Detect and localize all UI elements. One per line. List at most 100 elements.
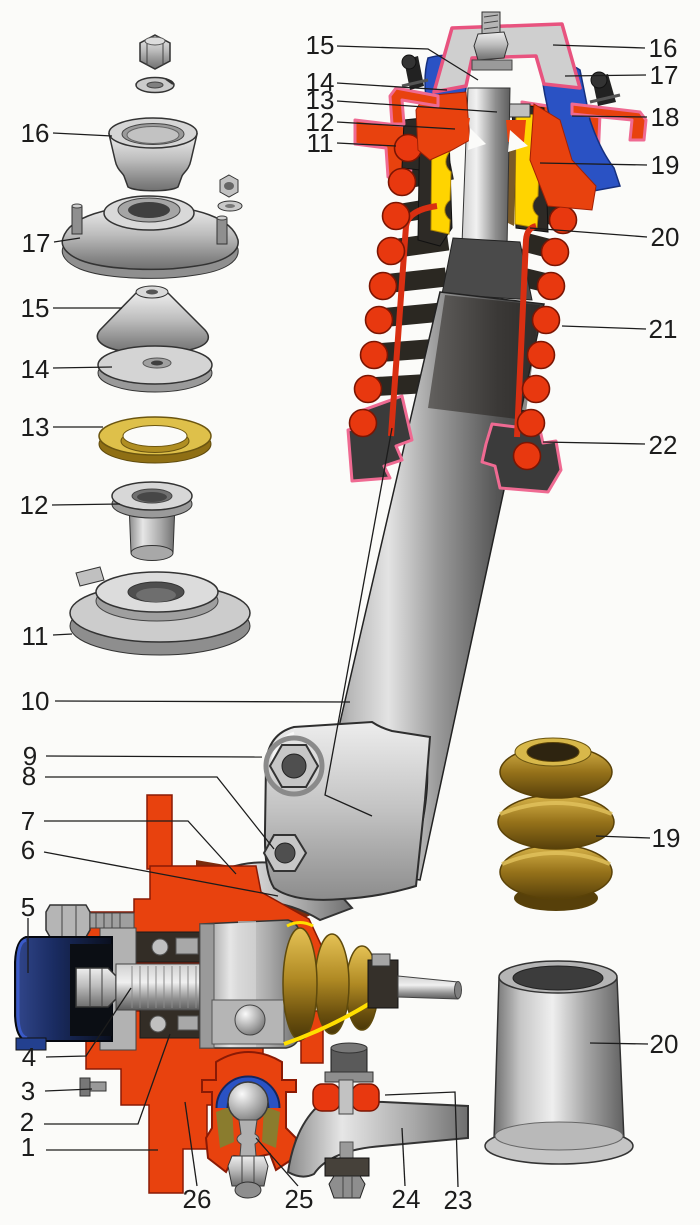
callout-layer: 1617151413121110987654321151413121116171… [20, 30, 681, 1215]
extra-leader-line-0 [324, 427, 393, 817]
callout-top-12: 12 [306, 107, 335, 137]
leader-line-right-19 [539, 162, 648, 166]
leader-line-left-7 [44, 820, 237, 875]
callout-top-11: 11 [307, 128, 334, 158]
callout-right-20: 20 [651, 222, 680, 252]
callout-top-13: 13 [306, 85, 335, 115]
leader-line-left-3 [44, 1088, 93, 1092]
boot-ridge-1 [282, 927, 318, 1041]
boot-small-end [367, 959, 399, 1009]
leader-line-right-20 [529, 227, 648, 238]
callout-right-22: 22 [649, 430, 678, 460]
exploded-parts-column [61, 34, 251, 656]
callout-right-16: 16 [649, 33, 678, 63]
spring-wire-right [514, 223, 537, 438]
callout-left-7: 7 [21, 806, 35, 836]
spring-seat-part11 [69, 566, 251, 656]
leader-line-right-18 [571, 115, 648, 118]
callout-left-13: 13 [21, 412, 50, 442]
leader-line-bottom-26 [184, 1101, 198, 1187]
cv-joint [199, 919, 462, 1049]
callout-low-right-20: 20 [650, 1029, 679, 1059]
leader-line-left-11 [52, 633, 73, 636]
callout-left-9: 9 [23, 741, 37, 771]
leader-line-right-21 [561, 325, 647, 330]
ball-pin-ball [227, 1081, 269, 1123]
callout-right-18: 18 [651, 102, 680, 132]
callout-right-21: 21 [649, 314, 678, 344]
mount-arm-right [570, 102, 648, 142]
mount-cap [432, 22, 582, 94]
leader-line-bottom-23 [384, 1091, 459, 1188]
knuckle-bottom-red [85, 1010, 324, 1194]
cap-cup-part16 [108, 117, 198, 192]
rubber-buffer-part19 [497, 737, 615, 911]
leader-line-top-15 [336, 45, 479, 81]
leader-line-left-17 [53, 237, 81, 243]
axle-shaft [397, 975, 459, 1000]
callout-left-5: 5 [21, 892, 35, 922]
arm-bushing-right [351, 1083, 380, 1112]
mount-arm-left [388, 86, 440, 126]
piston-rod [461, 87, 511, 249]
leader-line-left-4 [45, 987, 132, 1058]
leader-line-left-14 [52, 366, 113, 369]
callout-bottom-24: 24 [392, 1184, 421, 1214]
callout-left-14: 14 [21, 354, 50, 384]
axle-nut [75, 967, 117, 1008]
cv-ball [234, 1004, 266, 1036]
leader-line-left-2 [44, 1033, 171, 1125]
leader-line-top-12 [336, 121, 456, 130]
leader-line-right-22 [542, 441, 646, 445]
callout-left-8: 8 [22, 761, 36, 791]
leader-line-left-8 [45, 776, 275, 850]
callout-bottom-23: 23 [444, 1185, 473, 1215]
arm-lower-collar [324, 1157, 370, 1177]
callout-left-3: 3 [21, 1076, 35, 1106]
leader-line-left-12 [51, 503, 121, 506]
ball-pin [236, 1119, 260, 1157]
callout-left-1: 1 [21, 1132, 35, 1162]
thrust-ring-part13 [98, 416, 212, 464]
callout-left-17: 17 [22, 228, 51, 258]
boot-clamp [371, 953, 391, 967]
spare-parts-right [484, 737, 634, 1165]
leader-line-left-10 [54, 700, 351, 703]
ball-pin-hex [227, 1155, 269, 1187]
arm-bolt-nut [328, 1175, 366, 1199]
leader-line-mid-right-19 [595, 835, 651, 839]
washer-disc-part14 [97, 345, 213, 393]
callout-top-14: 14 [306, 67, 335, 97]
callout-left-12: 12 [20, 490, 49, 520]
callout-top-15: 15 [306, 30, 335, 60]
spacer-sleeve-part20 [484, 960, 634, 1165]
knuckle-post [146, 794, 173, 870]
bumper-cone-part15 [96, 285, 209, 355]
callout-mid-right-19: 19 [652, 823, 681, 853]
leader-line-left-6 [43, 851, 279, 897]
splined-shaft [115, 963, 213, 1011]
small-stud-part3 [79, 1077, 107, 1097]
leader-line-bottom-25 [255, 1137, 299, 1187]
callout-left-4: 4 [22, 1042, 36, 1072]
bracket-bolt-upper [263, 735, 325, 797]
mount-body-right [529, 103, 597, 211]
knuckle-hub-assembly [14, 794, 469, 1199]
bracket-bolt-lower [262, 834, 308, 872]
ball-joint [201, 1051, 298, 1199]
callout-left-11: 11 [22, 621, 49, 651]
callout-left-2: 2 [20, 1107, 34, 1137]
clamp-stud [45, 904, 135, 938]
callout-left-10: 10 [21, 686, 50, 716]
leader-line-top-11 [336, 142, 397, 147]
upper-mount-part17 [61, 174, 243, 279]
arm-bushing-left [312, 1083, 341, 1112]
control-arm [286, 1042, 469, 1199]
leader-line-right-17 [564, 74, 647, 77]
leader-line-left-16 [52, 132, 113, 137]
control-arm-body [286, 1098, 469, 1178]
callout-right-19: 19 [651, 150, 680, 180]
leader-line-left-9 [45, 755, 263, 758]
